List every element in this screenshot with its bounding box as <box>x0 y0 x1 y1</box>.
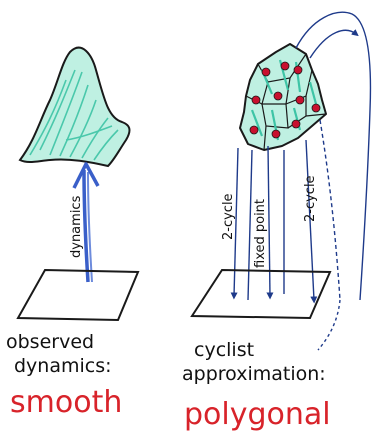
periodic-point <box>296 96 304 104</box>
left-base-plane <box>18 270 138 320</box>
orbit-line <box>248 150 252 300</box>
caption-approximation: approximation: <box>182 363 326 385</box>
orbit-label-2cycle-left: 2-cycle <box>221 193 236 240</box>
smooth-surface <box>20 48 129 166</box>
right-base-plane <box>192 270 330 318</box>
periodic-point <box>250 126 258 134</box>
periodic-point <box>272 130 280 138</box>
periodic-point <box>281 62 289 70</box>
periodic-point <box>292 120 300 128</box>
left-panel: dynamics observed dynamics: smooth <box>6 48 138 420</box>
caption-polygonal: polygonal <box>184 397 331 432</box>
periodic-point <box>252 96 260 104</box>
periodic-point <box>312 104 320 112</box>
periodic-point <box>274 92 282 100</box>
periodic-point <box>262 68 270 76</box>
dynamics-label: dynamics <box>69 195 84 258</box>
periodic-point <box>294 66 302 74</box>
orbit-label-fixed-point: fixed point <box>253 199 268 268</box>
caption-smooth: smooth <box>10 385 122 420</box>
caption-observed: observed <box>6 331 94 353</box>
orbit-line <box>318 300 340 350</box>
right-panel: 2-cycle fixed point 2-cycle cyclist appr… <box>182 12 370 432</box>
orbit-line <box>268 146 270 296</box>
polygonal-surface <box>240 44 326 150</box>
orbit-label-2cycle-right: 2-cycle <box>303 175 318 222</box>
return-orbit-arrow <box>310 30 356 58</box>
caption-cyclist: cyclist <box>194 339 254 361</box>
caption-dynamics: dynamics: <box>14 355 112 377</box>
